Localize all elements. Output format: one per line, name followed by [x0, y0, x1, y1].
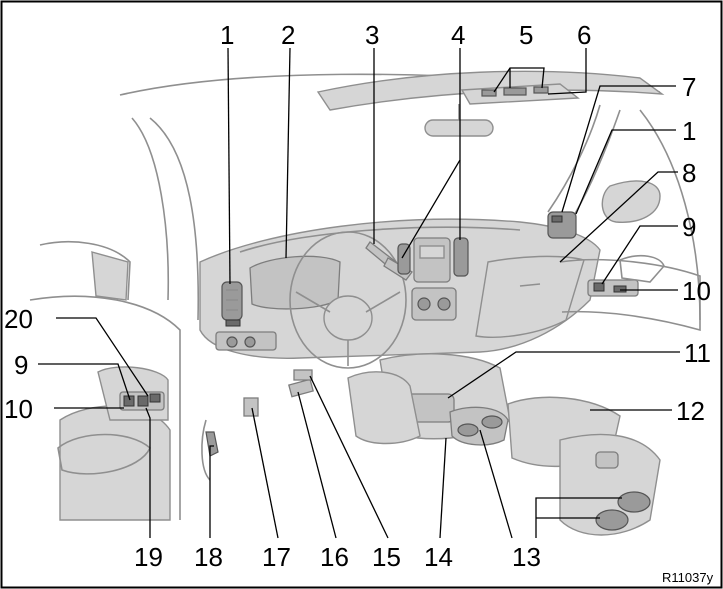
callout-4: 4	[451, 20, 465, 50]
callout-9-left: 9	[14, 350, 28, 380]
right-door-panel	[559, 258, 701, 332]
left-window-frame	[39, 241, 131, 301]
figure-code: R11037y	[662, 570, 714, 585]
leader-17	[251, 407, 279, 539]
right-door-handle	[619, 254, 665, 283]
climate-knob	[437, 297, 451, 311]
callout-10-left: 10	[4, 394, 33, 424]
callout-9-right: 9	[682, 212, 696, 242]
glove-box	[475, 255, 585, 338]
dash-knob	[244, 336, 256, 348]
leader-20	[56, 317, 149, 397]
callout-15: 15	[372, 542, 401, 572]
steering-spokes	[295, 291, 401, 366]
leader-lines	[38, 47, 680, 539]
left-side-vent	[221, 281, 243, 321]
callout-2: 2	[281, 20, 295, 50]
overhead-lamp-right	[533, 86, 549, 94]
right-power-lock-switch	[613, 285, 627, 293]
fuel-door-opener	[243, 397, 259, 417]
center-vent-left	[397, 243, 411, 275]
leader-7	[561, 85, 676, 213]
callout-20: 20	[4, 304, 33, 334]
leader-6	[547, 48, 587, 95]
callout-12: 12	[676, 396, 705, 426]
callout-8: 8	[682, 158, 696, 188]
left-door-top	[29, 295, 181, 520]
audio-display	[419, 245, 445, 259]
callout-7: 7	[682, 72, 696, 102]
steering-wheel	[289, 231, 407, 369]
leader-1-right	[575, 129, 676, 215]
left-a-pillar-outer	[131, 117, 170, 301]
glove-box-handle	[519, 283, 541, 287]
leader-9-right	[601, 225, 678, 285]
hood-release-indicator	[225, 319, 241, 327]
callout-labels: 1 2 3 4 5 6 7 1 8 9 10 11 12 20 9 10 19 …	[4, 20, 711, 572]
leader-16	[297, 391, 337, 539]
overhead-lamp-left	[481, 89, 497, 97]
callout-18: 18	[194, 542, 223, 572]
climate-knob	[417, 297, 431, 311]
climate-controls	[411, 287, 457, 321]
rear-vent	[595, 451, 619, 469]
left-side-mirror	[91, 251, 129, 301]
audio-unit	[413, 237, 451, 283]
rear-cup-holder-left	[595, 509, 629, 531]
leader-13b	[535, 497, 622, 538]
callout-16: 16	[320, 542, 349, 572]
left-a-pillar-inner	[149, 117, 200, 321]
callout-13: 13	[512, 542, 541, 572]
callout-14: 14	[424, 542, 453, 572]
center-vent-right	[453, 237, 469, 277]
leader-18	[209, 445, 214, 538]
leader-9-left	[38, 363, 131, 401]
leader-19	[145, 407, 151, 538]
right-a-pillar-inner	[569, 109, 621, 223]
instrument-cluster	[249, 255, 341, 310]
steering-hub	[323, 295, 373, 341]
brake-release-lever	[288, 378, 314, 398]
dash-top-edge	[239, 226, 521, 253]
cup-holder-well	[481, 415, 503, 429]
right-vent-knob	[551, 215, 563, 223]
interior-illustration	[29, 70, 701, 536]
callout-5: 5	[519, 20, 533, 50]
leader-15	[309, 375, 389, 539]
callout-17: 17	[262, 542, 291, 572]
left-kick-panel	[201, 419, 211, 481]
rear-cup-holder-right	[617, 491, 651, 513]
callout-11: 11	[684, 338, 711, 368]
left-door-panel	[59, 405, 171, 521]
leader-8	[559, 171, 678, 263]
left-mirror-switch	[149, 393, 161, 403]
callout-1-left: 1	[220, 20, 234, 50]
leader-13a	[479, 429, 513, 539]
right-side-mirror	[601, 180, 661, 223]
leader-2	[285, 47, 291, 259]
rear-view-mirror	[424, 119, 494, 137]
callout-6: 6	[577, 20, 591, 50]
right-power-window-switch	[593, 282, 605, 292]
callout-19: 19	[134, 542, 163, 572]
callout-1-right: 1	[682, 116, 696, 146]
leader-11	[447, 351, 680, 399]
cup-holder-well	[457, 423, 479, 437]
leader-5	[493, 67, 545, 93]
parking-brake-pedal	[293, 369, 313, 381]
left-power-lock-switch	[137, 395, 149, 407]
dash-knob	[226, 336, 238, 348]
callout-3: 3	[365, 20, 379, 50]
hood-release-lever	[205, 431, 219, 457]
console-front-tray	[347, 371, 421, 445]
leader-1-left	[227, 47, 231, 285]
callout-10-right: 10	[682, 276, 711, 306]
leader-14	[439, 437, 447, 539]
overhead-lamp-center	[503, 87, 527, 96]
